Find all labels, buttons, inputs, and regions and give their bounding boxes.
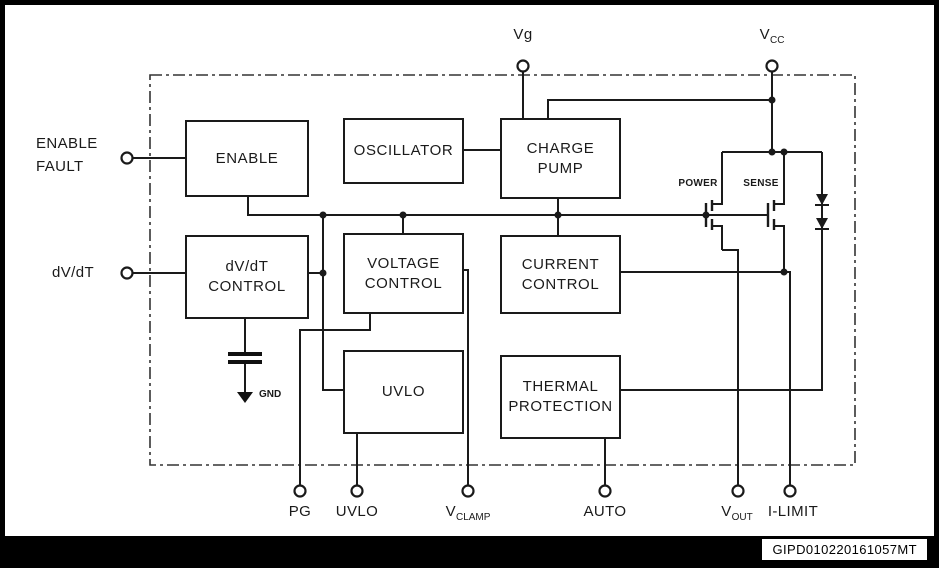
junction-dot (780, 148, 788, 156)
block-uvlo-label: UVLO (381, 383, 426, 400)
block-charge-pump-label: PUMP (537, 159, 584, 177)
pin-uvlo-terminal (350, 484, 364, 498)
junction-dots (319, 96, 788, 277)
block-current-control-label: CURRENT (521, 255, 600, 273)
junction-dot (399, 211, 407, 219)
pin-dvdt-terminal (120, 266, 134, 280)
pin-auto-text: AUTO (583, 503, 627, 520)
pin-ilimit-label: I-LIMIT (763, 503, 823, 520)
pin-auto-label: AUTO (580, 503, 630, 520)
pin-dvdt-label: dV/dT (52, 264, 114, 281)
pin-pg-terminal (293, 484, 307, 498)
gnd-text: GND (259, 389, 282, 400)
sense-fet-drain (774, 152, 785, 205)
block-dvdt-control: dV/dT CONTROL (185, 235, 309, 319)
wire-pg (299, 310, 371, 485)
wire-to-uvlo (322, 215, 343, 391)
pin-pg-label: PG (284, 503, 316, 520)
block-dvdt-control-label: CONTROL (208, 278, 286, 295)
pin-enable-fault-terminal (120, 151, 134, 165)
block-voltage-control-label: CONTROL (364, 274, 443, 292)
document-code-box: GIPD010220161057MT (762, 539, 927, 560)
bottom-bar: GIPD010220161057MT (5, 536, 934, 563)
capacitor-icon (228, 352, 262, 364)
block-current-control: CURRENT CONTROL (500, 235, 621, 314)
wire-vout (722, 249, 739, 485)
wire-gate-bus (247, 193, 768, 216)
block-charge-pump: CHARGE PUMP (500, 118, 621, 199)
power-fet-source (712, 225, 723, 250)
pin-auto-terminal (598, 484, 612, 498)
pin-vcc-sub: CC (769, 35, 785, 46)
block-voltage-control-label: VOLTAGE (367, 254, 440, 272)
block-current-control-label: CONTROL (521, 275, 600, 293)
thermal-diodes (815, 194, 829, 230)
junction-dot (702, 211, 710, 219)
pin-uvlo-label: UVLO (332, 503, 382, 520)
block-enable-label: ENABLE (215, 149, 279, 167)
sense-fet-source (774, 225, 785, 272)
pin-enable-text: ENABLE (36, 135, 98, 152)
block-enable: ENABLE (185, 120, 309, 197)
pin-uvlo-text: UVLO (335, 503, 379, 520)
junction-dot (554, 211, 562, 219)
pin-vclamp-sub: CLAMP (455, 512, 491, 523)
block-charge-pump-label: CHARGE (526, 139, 595, 157)
sense-fet-label: SENSE (740, 178, 782, 189)
junction-dot (768, 148, 776, 156)
block-thermal-protection-label: THERMAL (522, 378, 599, 395)
pin-vclamp-terminal (461, 484, 475, 498)
junction-dot (780, 268, 788, 276)
pin-ilimit-terminal (783, 484, 797, 498)
ic-boundary (149, 74, 856, 466)
pin-pg-text: PG (288, 503, 312, 520)
block-dvdt-control-label: dV/dT (225, 258, 269, 275)
gnd-label: GND (259, 389, 281, 400)
wire-ilimit (617, 271, 791, 485)
pin-terminals (120, 59, 797, 498)
junction-dot (319, 211, 327, 219)
pin-vg-terminal (516, 59, 530, 73)
pin-vclamp-base: V (445, 503, 456, 520)
junction-dot (319, 269, 327, 277)
pin-dvdt-text: dV/dT (52, 264, 95, 281)
block-thermal-protection-label: PROTECTION (508, 398, 613, 415)
pin-vg-text: Vg (513, 26, 533, 43)
pin-vout-sub: OUT (731, 512, 753, 523)
wires (133, 72, 823, 485)
power-mosfet (704, 152, 723, 250)
ground-icon (237, 392, 253, 403)
wire-thermal-diodes (617, 152, 823, 391)
pin-vcc-base: V (759, 26, 770, 43)
power-fet-text: POWER (678, 178, 718, 189)
pin-vcc-label: VCC (752, 26, 792, 46)
pin-vout-label: VOUT (712, 503, 762, 523)
sense-fet-text: SENSE (743, 178, 779, 189)
pin-enable-fault-label: ENABLE FAULT (36, 132, 126, 178)
junction-dot (768, 96, 776, 104)
pin-vcc-terminal (765, 59, 779, 73)
sense-mosfet (766, 152, 785, 272)
diode-icon (816, 218, 828, 229)
pin-vout-terminal (731, 484, 745, 498)
diode-icon (816, 194, 828, 205)
block-oscillator-label: OSCILLATOR (353, 142, 454, 159)
block-thermal-protection: THERMAL PROTECTION (500, 355, 621, 439)
document-code: GIPD010220161057MT (772, 542, 917, 557)
pin-vout-base: V (721, 503, 732, 520)
pin-vg-label: Vg (505, 26, 541, 43)
pin-ilimit-text: I-LIMIT (767, 503, 819, 520)
power-fet-label: POWER (676, 178, 720, 189)
power-fet-drain (712, 152, 723, 205)
ground-arrow (237, 392, 253, 403)
block-oscillator: OSCILLATOR (343, 118, 464, 184)
pin-fault-text: FAULT (36, 158, 84, 175)
block-uvlo: UVLO (343, 350, 464, 434)
block-voltage-control: VOLTAGE CONTROL (343, 233, 464, 314)
pin-vclamp-label: VCLAMP (433, 503, 503, 523)
wire-pump-to-vcc (547, 99, 772, 118)
